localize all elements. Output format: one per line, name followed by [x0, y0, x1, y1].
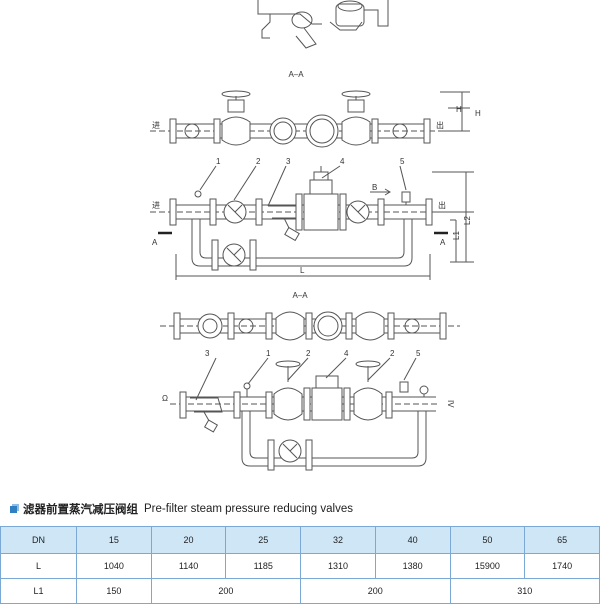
header-cell: 25 [225, 526, 302, 554]
table-cell: 1310 [300, 553, 376, 579]
outlet-label-mid: 出 [438, 200, 446, 210]
section-heading: 滤器前置蒸汽减压阀组 Pre-filter steam pressure red… [10, 501, 590, 517]
header-cell: 32 [300, 526, 376, 554]
dim-b-label: B [372, 183, 377, 192]
callout-3: 3 [286, 157, 291, 166]
plan-view-top [150, 90, 470, 148]
dim-h-label: H [456, 105, 462, 114]
dim-h-label-2: H [475, 109, 481, 118]
dim-l1-label: L1 [452, 231, 461, 240]
table-cell: 1185 [225, 553, 302, 579]
heading-english: Pre-filter steam pressure reducing valve… [144, 503, 353, 515]
dim-l-label: L [300, 266, 305, 275]
row-label-cell: L [0, 553, 77, 579]
omega-label: Ω [162, 394, 168, 403]
inlet-label-top: 进 [152, 121, 160, 130]
dim-l2-label: L2 [463, 216, 472, 225]
callout-low-4: 4 [344, 349, 349, 358]
heading-chinese: 滤器前置蒸汽减压阀组 [23, 502, 138, 516]
spec-table: DN 15 20 25 32 40 50 65 L 1040 1140 1185… [0, 526, 600, 604]
callout-low-2a: 2 [306, 349, 311, 358]
callout-low-2b: 2 [390, 349, 395, 358]
inlet-label-mid: 进 [152, 201, 160, 210]
table-cell: 1380 [374, 553, 451, 579]
header-cell: 65 [524, 526, 600, 554]
header-cell: 20 [150, 526, 227, 554]
header-cell: 40 [374, 526, 451, 554]
front-elevation-view [150, 165, 474, 280]
section-label-top: A–A [288, 70, 304, 79]
callout-1: 1 [216, 157, 221, 166]
header-cell: 50 [449, 526, 526, 554]
callout-low-3: 3 [205, 349, 210, 358]
lower-elevation-view [170, 357, 440, 471]
table-header-row: DN 15 20 25 32 40 50 65 [0, 526, 600, 554]
callout-4: 4 [340, 157, 345, 166]
table-row: L 1040 1140 1185 1310 1380 15900 1740 [0, 553, 600, 579]
table-cell: 1140 [150, 553, 227, 579]
isometric-valve-view [257, 0, 389, 49]
callout-2: 2 [256, 157, 261, 166]
table-cell: 1740 [524, 553, 600, 579]
heading-bullet-icon [10, 505, 17, 513]
mark-a-right: A [440, 238, 446, 247]
section-label-bottom: A–A [292, 291, 308, 300]
technical-drawing: A–A 进 出 H H 1 2 3 4 5 进 出 A A B L L1 L2 … [150, 0, 481, 471]
table-cell: 15900 [449, 553, 526, 579]
header-cell: 15 [76, 526, 152, 554]
callout-5: 5 [400, 157, 405, 166]
outlet-label-top: 出 [436, 120, 444, 130]
header-cell: DN [0, 526, 77, 554]
callout-low-1: 1 [266, 349, 271, 358]
table-cell: 1040 [76, 553, 152, 579]
callout-low-5: 5 [416, 349, 421, 358]
mark-a-left: A [152, 238, 158, 247]
plan-view-lower [160, 311, 460, 341]
iv-label: IV [446, 400, 455, 408]
